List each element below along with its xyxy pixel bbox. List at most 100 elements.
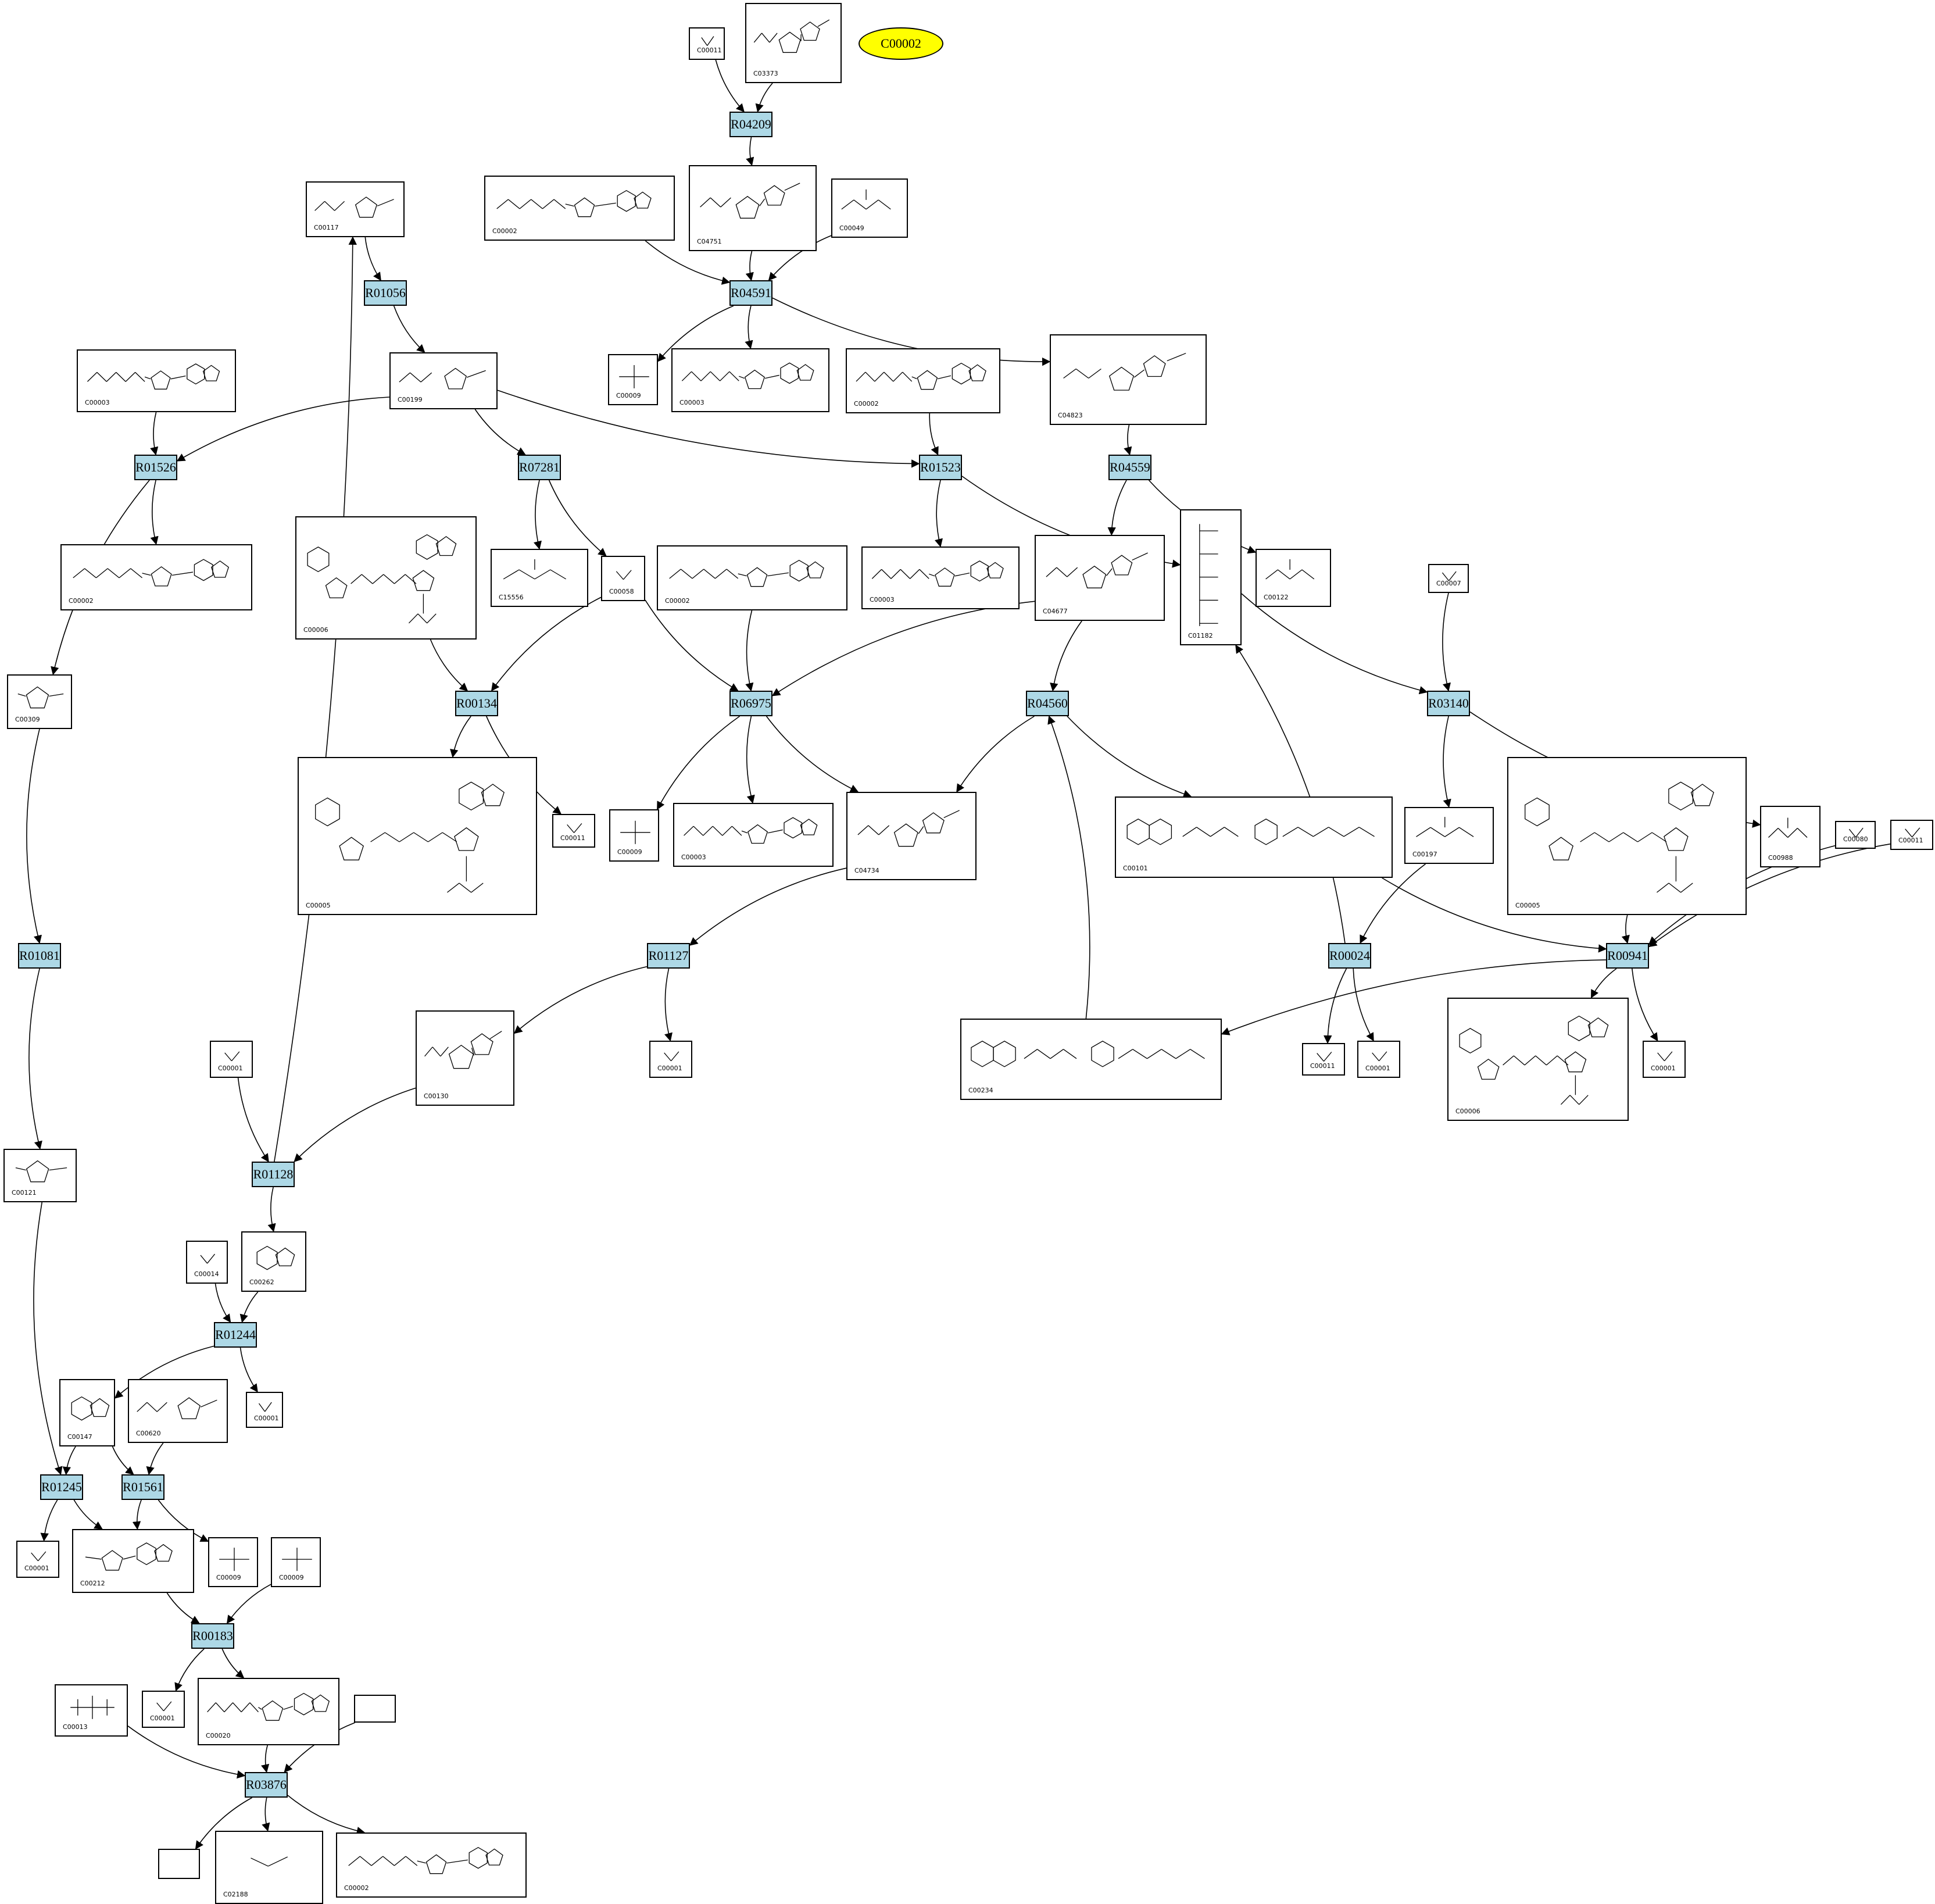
compound-node-c00005[interactable]: C00005 [298,757,537,915]
reaction-node-r01056[interactable]: R01056 [364,280,407,306]
structure-icon [1265,559,1315,580]
compound-node-c00212[interactable]: C00212 [72,1529,194,1593]
compound-node-c00199[interactable]: C00199 [389,352,498,409]
compound-node-c00006[interactable]: C00006 [295,516,477,640]
compound-node-c04823[interactable]: C04823 [1050,334,1207,425]
structure-icon [1525,781,1714,893]
compound-node-c00003[interactable]: C00003 [671,348,829,412]
compound-node-c00130[interactable]: C00130 [416,1010,514,1106]
compound-node-c00003[interactable]: C00003 [77,349,236,412]
reaction-node-r01127[interactable]: R01127 [647,943,690,969]
compound-node-c00020[interactable]: C00020 [198,1678,339,1745]
compound-node-c00147[interactable]: C00147 [59,1379,115,1446]
compound-node-c00011[interactable]: C00011 [1302,1043,1345,1076]
compound-node-c00001[interactable]: C00001 [210,1041,253,1078]
compound-node-c03373[interactable]: C03373 [745,3,842,83]
edge-r06975-to-c00009_b [657,716,740,810]
compound-node-c00006[interactable]: C00006 [1447,998,1629,1121]
compound-node-c00001[interactable]: C00001 [649,1041,692,1078]
compound-node-c00049[interactable]: C00049 [831,178,908,238]
compound-node-c00003[interactable]: C00003 [861,546,1020,609]
reaction-node-r04560[interactable]: R04560 [1026,691,1069,716]
compound-node-c00080[interactable]: C00080 [1835,821,1876,849]
compound-node-c00309[interactable]: C00309 [7,674,72,729]
reaction-node-r03140[interactable]: R03140 [1427,691,1470,716]
compound-node-c00009[interactable]: C00009 [271,1537,321,1587]
compound-node-unlabeled[interactable] [354,1695,396,1723]
compound-id-label: C04751 [697,238,722,245]
compound-node-c00262[interactable]: C00262 [241,1231,306,1292]
compound-node-c01182[interactable]: C01182 [1180,509,1242,645]
compound-id-label: C00101 [1123,865,1148,872]
compound-node-c00002[interactable]: C00002 [657,545,847,610]
compound-node-c00001[interactable]: C00001 [1357,1041,1400,1078]
reaction-node-r07281[interactable]: R07281 [518,455,561,480]
compound-node-c00005[interactable]: C00005 [1507,757,1747,915]
compound-node-c00009[interactable]: C00009 [609,809,659,862]
reaction-node-r04209[interactable]: R04209 [729,112,772,137]
compound-id-label: C00003 [85,399,110,406]
compound-node-c00013[interactable]: C00013 [55,1684,128,1737]
compound-node-c04751[interactable]: C04751 [689,165,817,251]
compound-node-c00197[interactable]: C00197 [1404,807,1494,864]
compound-id-label: C00005 [306,902,331,909]
compound-id-label: C00212 [80,1580,105,1587]
edge-r00134-to-c00005_a [450,716,471,758]
compound-node-unlabeled[interactable] [158,1849,200,1879]
reaction-node-r01128[interactable]: R01128 [252,1162,295,1187]
edge-r01523-to-c00003_c [934,480,943,548]
compound-node-c00007[interactable]: C00007 [1428,564,1469,593]
reaction-node-r01523[interactable]: R01523 [919,455,962,480]
compound-node-c02188[interactable]: C02188 [215,1831,323,1904]
edge-r01244-to-c00147 [114,1345,214,1399]
reaction-node-r06975[interactable]: R06975 [729,691,772,716]
structure-icon [15,1160,67,1183]
compound-node-c00058[interactable]: C00058 [601,556,645,601]
compound-node-c00620[interactable]: C00620 [128,1379,228,1443]
compound-node-c15556[interactable]: C15556 [491,549,588,607]
reaction-node-r01081[interactable]: R01081 [18,943,61,969]
reaction-node-r01245[interactable]: R01245 [40,1474,83,1500]
compound-node-c00003[interactable]: C00003 [673,803,834,867]
reaction-node-r01244[interactable]: R01244 [214,1322,257,1348]
reaction-node-r00134[interactable]: R00134 [455,691,498,716]
compound-node-c00014[interactable]: C00014 [186,1241,228,1284]
compound-node-c00101[interactable]: C00101 [1115,796,1393,878]
compound-node-c00002[interactable]: C00002 [484,176,675,241]
compound-node-c00001[interactable]: C00001 [16,1541,59,1578]
compound-node-c00001[interactable]: C00001 [142,1691,185,1728]
reaction-node-r00024[interactable]: R00024 [1328,943,1371,969]
compound-node-c00011[interactable]: C00011 [689,27,725,60]
compound-id-label: C00130 [424,1092,449,1100]
compound-node-c00011[interactable]: C00011 [552,814,595,848]
compound-node-c00122[interactable]: C00122 [1256,549,1331,607]
compound-node-c00002[interactable]: C00002 [336,1832,527,1898]
compound-node-c00121[interactable]: C00121 [3,1149,77,1202]
compound-node-c00011[interactable]: C00011 [1890,820,1933,850]
edge-c00058-to-r00134 [491,596,602,692]
reaction-node-r01561[interactable]: R01561 [121,1474,164,1500]
compound-id-label: C00002 [492,227,517,235]
compound-node-c00001[interactable]: C00001 [1643,1041,1686,1078]
compound-id-label: C00122 [1264,594,1289,601]
reaction-node-r00183[interactable]: R00183 [191,1623,234,1649]
edge-c00006_a-to-r00134 [430,639,468,691]
highlight-compound-c00002[interactable]: C00002 [859,27,943,60]
compound-node-c00988[interactable]: C00988 [1760,806,1820,867]
reaction-node-r03876[interactable]: R03876 [245,1772,288,1798]
reaction-node-r04559[interactable]: R04559 [1108,455,1151,480]
compound-node-c04734[interactable]: C04734 [846,792,977,880]
compound-node-c00234[interactable]: C00234 [960,1019,1222,1100]
compound-node-c00002[interactable]: C00002 [60,544,252,610]
compound-node-c00009[interactable]: C00009 [208,1537,258,1587]
edge-r04591-to-c00009_a [657,305,734,362]
compound-node-c00009[interactable]: C00009 [608,354,658,405]
compound-node-c00001[interactable]: C00001 [246,1392,283,1428]
compound-node-c00117[interactable]: C00117 [306,181,405,237]
edge-c00011_a-to-r04209 [715,59,745,113]
reaction-node-r00941[interactable]: R00941 [1606,943,1649,969]
compound-node-c04677[interactable]: C04677 [1035,535,1165,621]
reaction-node-r01526[interactable]: R01526 [134,455,177,480]
reaction-node-r04591[interactable]: R04591 [729,280,772,306]
compound-node-c00002[interactable]: C00002 [846,348,1000,413]
